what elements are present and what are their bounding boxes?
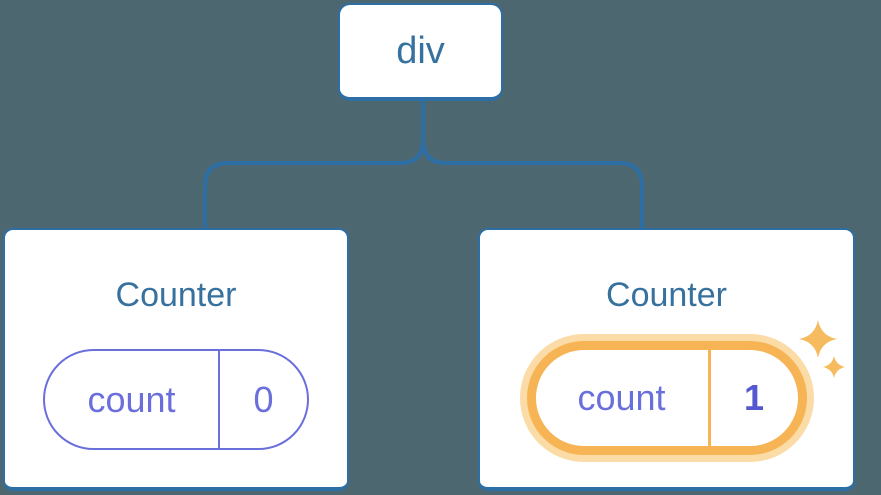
state-pill-left: count 0 bbox=[43, 349, 309, 450]
tree-node-counter-right: Counter count 1 bbox=[478, 228, 855, 491]
counter-right-title: Counter bbox=[606, 276, 727, 314]
tree-node-counter-left: Counter count 0 bbox=[3, 228, 349, 491]
connector-left-branch bbox=[203, 99, 425, 229]
state-value-right: 1 bbox=[743, 377, 765, 418]
state-value-left: 0 bbox=[253, 378, 274, 420]
state-key-right: count bbox=[536, 350, 711, 446]
tree-node-div-label: div bbox=[396, 29, 445, 72]
state-pill-right-highlighted: count 1 bbox=[526, 341, 807, 455]
tree-node-div: div bbox=[338, 3, 503, 101]
connector-right-branch bbox=[421, 99, 644, 229]
counter-left-title: Counter bbox=[115, 276, 237, 314]
state-key-left: count bbox=[45, 351, 220, 448]
